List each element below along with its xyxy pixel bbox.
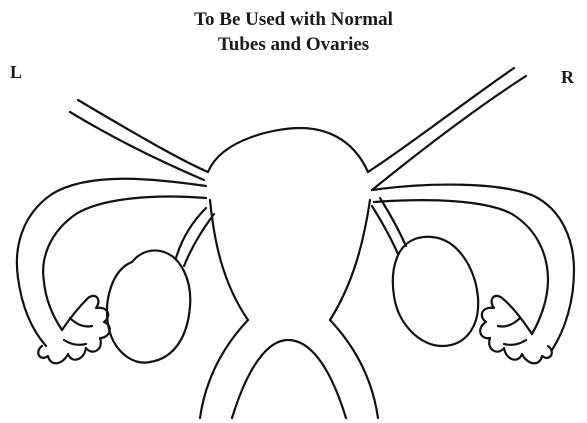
left-upper-band-top [78,100,208,172]
right-ovarian-ligament [372,198,406,254]
right-fimbriae [480,296,552,363]
cervical-canal-outline [232,340,346,418]
uterus-right-wall [330,200,370,320]
left-fallopian-tube-inner [43,197,206,330]
uterus-fundus-outline [208,128,368,172]
right-upper-band-bottom [372,76,526,190]
left-ovarian-ligament [176,208,214,266]
left-ovary [107,250,190,362]
right-ovary [393,237,478,346]
uterus-left-wall [210,200,248,320]
left-upper-band-bottom [70,112,204,180]
cervix-outline [200,320,378,418]
right-upper-band-top [368,68,514,172]
